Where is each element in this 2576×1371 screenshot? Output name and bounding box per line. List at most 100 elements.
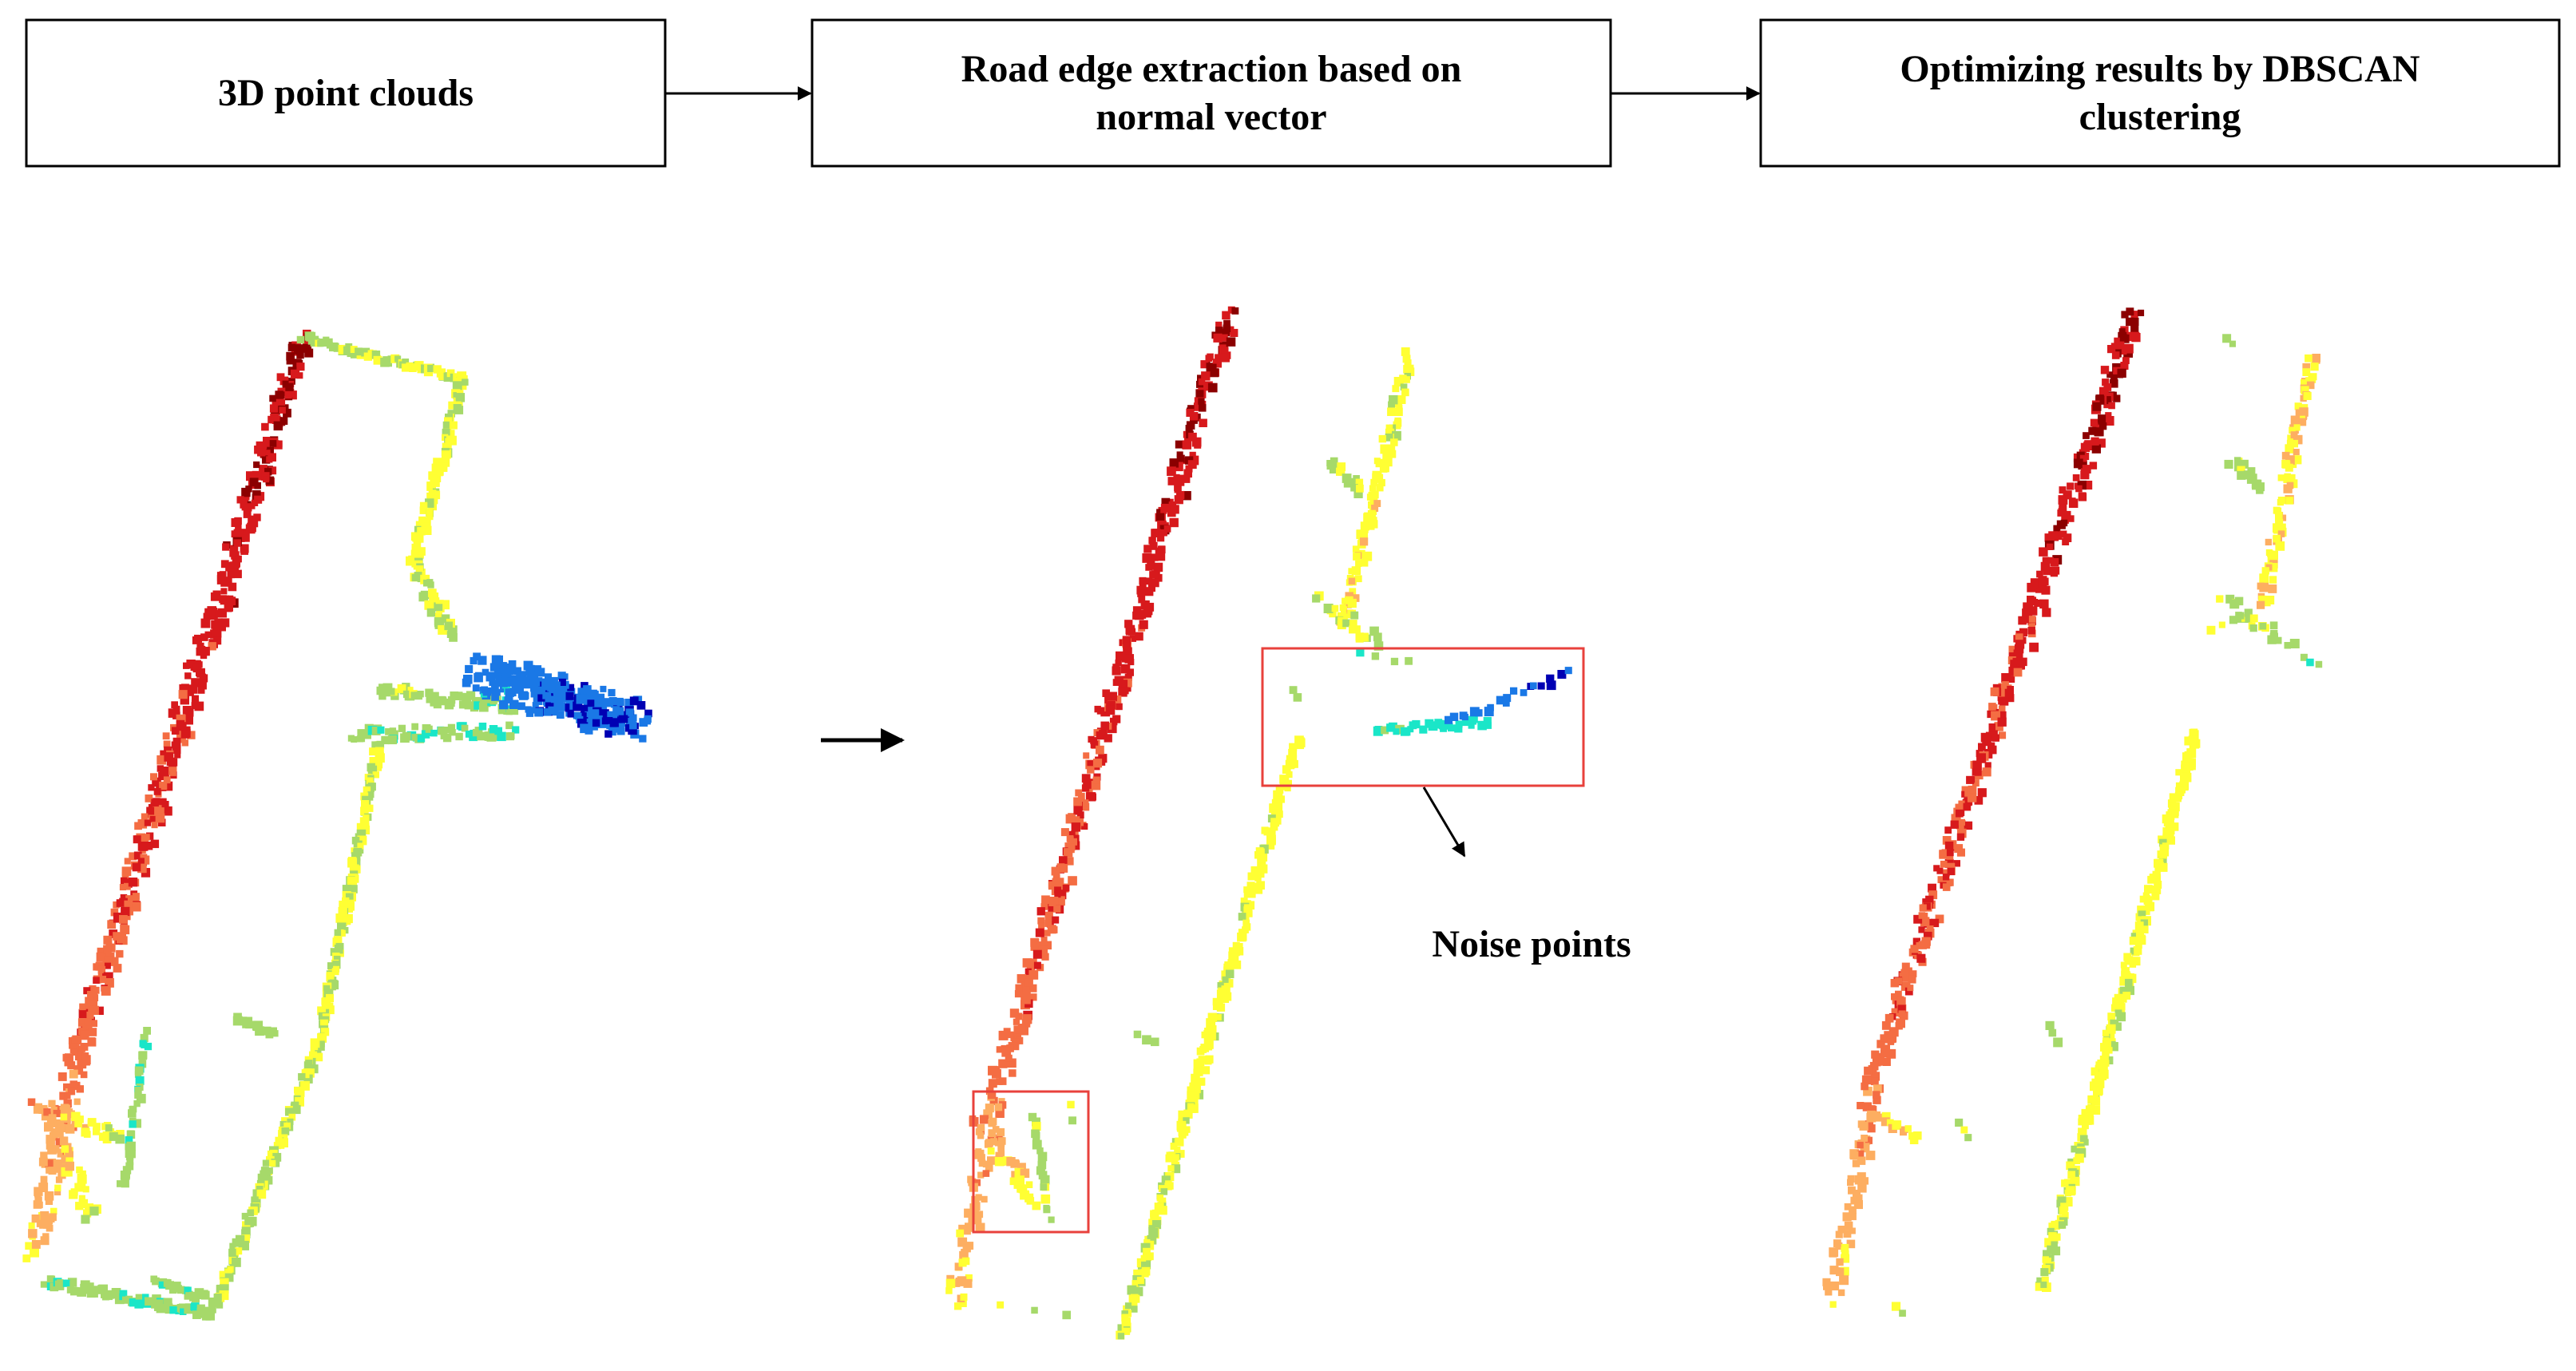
cloud-point (629, 696, 639, 706)
cloud-point (1253, 882, 1262, 892)
cloud-point (241, 487, 251, 497)
cloud-point (303, 1061, 313, 1070)
cloud-point (2140, 925, 2149, 933)
cloud-point (2095, 395, 2105, 405)
cloud-point (290, 369, 300, 378)
cloud-point (2008, 650, 2016, 658)
cloud-point (414, 361, 424, 370)
cloud-point (1275, 786, 1284, 794)
cloud-point (2045, 1020, 2055, 1030)
cloud-point (997, 1127, 1005, 1136)
cloud-point (2123, 343, 2134, 354)
cloud-point (1975, 769, 1982, 776)
cloud-point (2057, 509, 2065, 517)
cloud-point (988, 1065, 997, 1076)
cloud-point (279, 406, 286, 414)
cloud-point (1913, 914, 1923, 924)
cloud-point (2283, 476, 2290, 483)
cloud-point (121, 1179, 129, 1188)
cloud-point (126, 1130, 136, 1139)
cloud-point (174, 751, 181, 759)
cloud-point (1178, 1128, 1186, 1136)
cloud-point (361, 800, 370, 809)
cloud-point (1402, 355, 1411, 363)
cloud-point (132, 893, 140, 901)
cloud-point (1052, 916, 1060, 924)
cloud-point (59, 1092, 68, 1100)
cloud-point (2285, 463, 2293, 472)
cloud-point (2110, 373, 2118, 381)
cloud-point (1201, 1066, 1211, 1075)
cloud-point (54, 1188, 61, 1196)
cloud-point (69, 1280, 77, 1287)
cloud-point (1953, 814, 1961, 822)
cloud-point (2174, 795, 2182, 802)
cloud-point (2053, 1037, 2063, 1048)
cloud-point (1987, 745, 1997, 755)
cloud-point (958, 1224, 965, 1232)
cloud-point (962, 1244, 971, 1253)
cloud-point (975, 1222, 985, 1233)
cloud-point (532, 702, 539, 709)
cloud-point (80, 1030, 89, 1040)
dbscan-optimized-panel (1822, 307, 2323, 1317)
cloud-point (320, 1019, 329, 1028)
cloud-point (1351, 594, 1360, 602)
cloud-point (135, 1076, 145, 1085)
cloud-point (1871, 1050, 1880, 1059)
cloud-point (194, 701, 204, 711)
cloud-point (160, 801, 169, 810)
cloud-point (191, 699, 200, 707)
cloud-point (2048, 531, 2058, 541)
cloud-point (192, 636, 200, 644)
cloud-point (453, 404, 462, 413)
cloud-point (334, 929, 342, 937)
cloud-point (1143, 609, 1151, 618)
cloud-point (2046, 543, 2054, 550)
cloud-point (28, 1222, 35, 1229)
cloud-point (588, 689, 597, 699)
cloud-point (1484, 707, 1494, 716)
cloud-point (965, 1274, 973, 1282)
cloud-point (2301, 379, 2309, 388)
cloud-point (300, 1080, 310, 1091)
cloud-point (191, 1294, 200, 1303)
cloud-point (1199, 404, 1207, 412)
cloud-point (179, 684, 188, 692)
cloud-point (1998, 683, 2007, 692)
cloud-point (1151, 1037, 1159, 1047)
cloud-point (2305, 377, 2313, 385)
cloud-point (1032, 1121, 1041, 1131)
cloud-point (1849, 1213, 1857, 1221)
cloud-point (1126, 668, 1134, 676)
cloud-point (2140, 919, 2148, 927)
cloud-point (975, 1194, 982, 1201)
cloud-point (1355, 575, 1362, 583)
cloud-point (1031, 1306, 1038, 1314)
cloud-point (998, 1101, 1007, 1109)
cloud-point (57, 1279, 64, 1286)
cloud-point (2024, 613, 2033, 622)
cloud-point (1537, 682, 1545, 690)
cloud-point (2245, 615, 2253, 623)
cloud-point (2244, 608, 2253, 617)
cloud-point (2182, 772, 2192, 783)
cloud-point (1389, 394, 1398, 405)
cloud-point (1243, 886, 1250, 894)
cloud-point (387, 735, 397, 745)
cloud-point (77, 1287, 86, 1297)
cloud-point (2018, 616, 2027, 625)
cloud-point (256, 1189, 267, 1199)
cloud-point (583, 685, 592, 694)
cloud-point (512, 680, 521, 688)
cloud-point (988, 1079, 997, 1088)
cloud-point (1861, 1082, 1869, 1091)
cloud-point (961, 1257, 970, 1266)
cloud-point (2068, 498, 2079, 508)
cloud-point (976, 1211, 984, 1218)
cloud-point (458, 700, 467, 709)
cloud-point (2067, 482, 2075, 490)
cloud-point (1837, 1226, 1845, 1234)
cloud-point (1864, 1066, 1873, 1076)
cloud-point (125, 895, 133, 903)
